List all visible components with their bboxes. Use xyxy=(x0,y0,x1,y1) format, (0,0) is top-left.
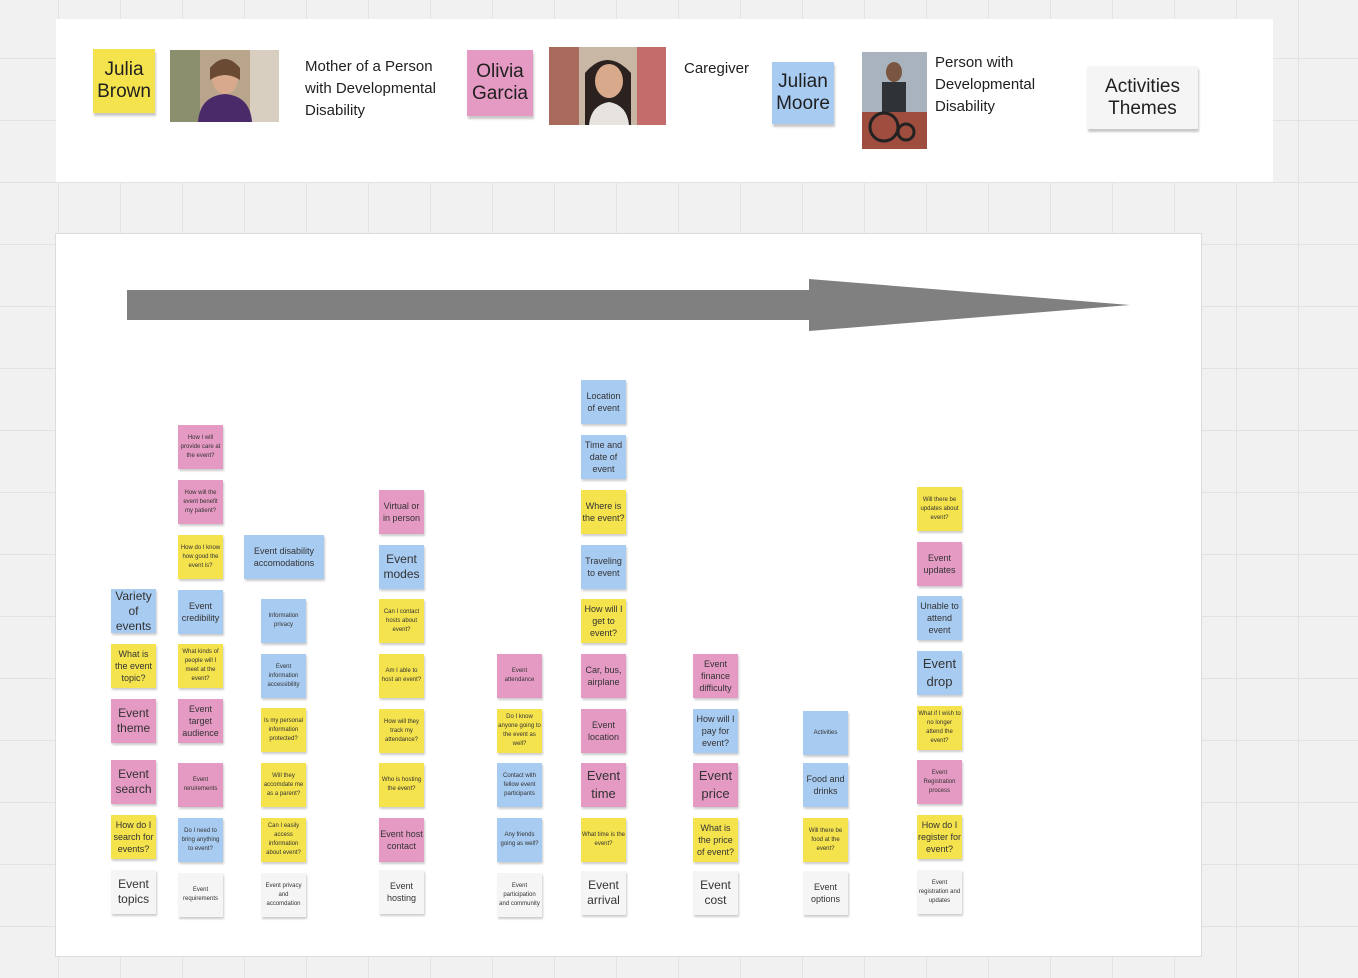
sticky-note[interactable]: Event attendance xyxy=(497,654,542,698)
theme-sticky-note[interactable]: Event arrival xyxy=(581,871,626,915)
persona-caption-julian: Person with Developmental Disability xyxy=(935,54,1036,115)
sticky-note[interactable]: How I will provide care at the event? xyxy=(178,425,223,469)
theme-sticky-note[interactable]: Event participation and community xyxy=(497,873,542,917)
themes-sticky[interactable]: Activities Themes xyxy=(1087,66,1198,129)
sticky-note[interactable]: Contact with fellow event participants xyxy=(497,763,542,807)
sticky-note[interactable]: Event reruirements xyxy=(178,763,223,807)
persona-name: Julian Moore xyxy=(776,71,830,114)
sticky-note[interactable]: Variety of events xyxy=(111,589,156,633)
sticky-note[interactable]: Car, bus, airplane xyxy=(581,654,626,698)
persona-sticky-julian[interactable]: Julian Moore xyxy=(772,62,834,124)
sticky-note[interactable]: Do I need to bring anything to event? xyxy=(178,818,223,862)
persona-sticky-julia[interactable]: Julia Brown xyxy=(93,49,155,113)
sticky-note[interactable]: Event target audience xyxy=(178,699,223,743)
sticky-note[interactable]: What is the price of event? xyxy=(693,818,738,862)
sticky-note[interactable]: Virtual or in person xyxy=(379,490,424,534)
persona-caption-julia: Mother of a Person with Developmental Di… xyxy=(305,58,436,119)
sticky-note[interactable]: How do I know how good the event is? xyxy=(178,535,223,579)
persona-name: Olivia Garcia xyxy=(472,61,528,104)
sticky-note[interactable]: Event Registration process xyxy=(917,760,962,804)
sticky-note[interactable]: Any friends going as well? xyxy=(497,818,542,862)
persona-name: Julia Brown xyxy=(97,59,151,102)
sticky-note[interactable]: Event theme xyxy=(111,699,156,743)
sticky-note[interactable]: Food and drinks xyxy=(803,763,848,807)
sticky-note[interactable]: How will I get to event? xyxy=(581,599,626,643)
sticky-note[interactable]: Will there be food at the event? xyxy=(803,818,848,862)
sticky-note[interactable]: Time and date of event xyxy=(581,435,626,479)
sticky-note[interactable]: Event modes xyxy=(379,545,424,589)
sticky-note[interactable]: Event updates xyxy=(917,542,962,586)
persona-sticky-olivia[interactable]: Olivia Garcia xyxy=(467,50,533,116)
sticky-note[interactable]: Event time xyxy=(581,763,626,807)
timeline-arrow-icon[interactable] xyxy=(127,279,1130,331)
sticky-note[interactable]: How will the event benefit my patient? xyxy=(178,480,223,524)
journey-map-frame xyxy=(56,234,1201,956)
sticky-note[interactable]: Event host contact xyxy=(379,818,424,862)
theme-sticky-note[interactable]: Event requirements xyxy=(178,873,223,917)
sticky-note[interactable]: What if I wish to no longer attend the e… xyxy=(917,706,962,750)
persona-caption-olivia: Caregiver xyxy=(684,60,750,77)
theme-sticky-note[interactable]: Event options xyxy=(803,871,848,915)
julian-photo[interactable] xyxy=(862,52,927,149)
theme-sticky-note[interactable]: Event topics xyxy=(111,870,156,914)
theme-sticky-note[interactable]: Event registration and updates xyxy=(917,870,962,914)
sticky-note[interactable]: How will they track my attendance? xyxy=(379,709,424,753)
sticky-note[interactable]: What time is the event? xyxy=(581,818,626,862)
sticky-note[interactable]: What is the event topic? xyxy=(111,644,156,688)
julia-photo[interactable] xyxy=(170,50,279,122)
sticky-note[interactable]: Activities xyxy=(803,711,848,755)
sticky-note[interactable]: Will there be updates about event? xyxy=(917,487,962,531)
sticky-note[interactable]: Do I know anyone going to the event as w… xyxy=(497,709,542,753)
sticky-note[interactable]: Will they accomdate me as a parent? xyxy=(261,763,306,807)
themes-label: Activities Themes xyxy=(1105,75,1180,119)
sticky-note[interactable]: Location of event xyxy=(581,380,626,424)
sticky-note[interactable]: Event finance difficulty xyxy=(693,654,738,698)
olivia-photo[interactable] xyxy=(549,47,666,125)
theme-sticky-note[interactable]: Event privacy and accomdation xyxy=(261,873,306,917)
sticky-note[interactable]: Event search xyxy=(111,760,156,804)
sticky-note[interactable]: What kinds of people will I meet at the … xyxy=(178,644,223,688)
sticky-note[interactable]: Event credibility xyxy=(178,590,223,634)
sticky-note[interactable]: Event price xyxy=(693,763,738,807)
sticky-note[interactable]: Is my personal information protected? xyxy=(261,708,306,752)
sticky-note[interactable]: Event location xyxy=(581,709,626,753)
sticky-note[interactable]: Event drop xyxy=(917,651,962,695)
sticky-note[interactable]: Event disability accomodations xyxy=(244,535,324,579)
sticky-note[interactable]: Who is hosting the event? xyxy=(379,763,424,807)
sticky-note[interactable]: How do I search for events? xyxy=(111,815,156,859)
sticky-note[interactable]: Event information accessibility xyxy=(261,654,306,698)
sticky-note[interactable]: How will I pay for event? xyxy=(693,709,738,753)
sticky-note[interactable]: Am I able to host an event? xyxy=(379,654,424,698)
sticky-note[interactable]: Information privacy xyxy=(261,599,306,643)
sticky-note[interactable]: Where is the event? xyxy=(581,490,626,534)
sticky-note[interactable]: Traveling to event xyxy=(581,545,626,589)
sticky-note[interactable]: How do I register for event? xyxy=(917,815,962,859)
sticky-note[interactable]: Unable to attend event xyxy=(917,596,962,640)
sticky-note[interactable]: Can I easily access information about ev… xyxy=(261,818,306,862)
theme-sticky-note[interactable]: Event hosting xyxy=(379,870,424,914)
theme-sticky-note[interactable]: Event cost xyxy=(693,871,738,915)
sticky-note[interactable]: Can I contact hosts about event? xyxy=(379,599,424,643)
